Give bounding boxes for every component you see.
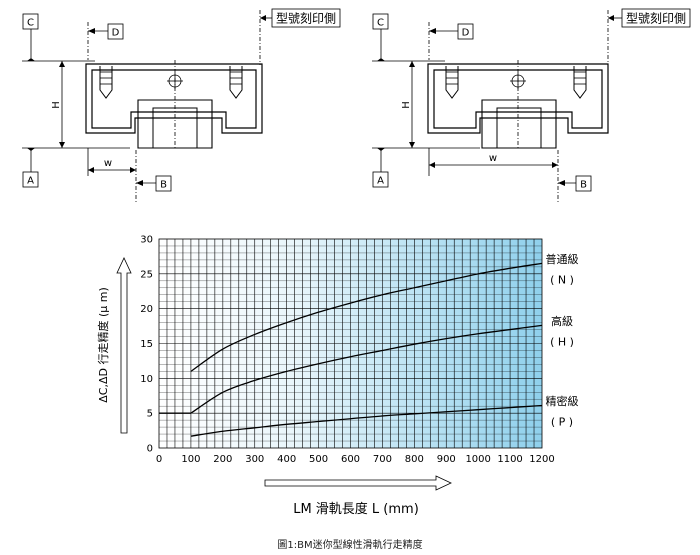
y-tick-label: 5 (147, 409, 153, 420)
datum-box-d (107, 23, 124, 40)
series-line-1 (190, 324, 543, 414)
rail-outline (137, 99, 213, 149)
datum-box-a (22, 171, 39, 188)
datum-box-c (22, 13, 39, 30)
dim-h-label: H (51, 101, 62, 109)
datum-box-b (155, 175, 172, 192)
x-tick-label: 300 (245, 454, 264, 465)
series-grade-label: ( H ) (550, 335, 574, 348)
block-outline (85, 63, 263, 134)
y-tick-label: 20 (140, 304, 153, 315)
dim-h-label: H (401, 101, 412, 109)
x-tick-label: 700 (373, 454, 392, 465)
block-outline (427, 63, 609, 134)
dim-w-label: w (104, 158, 112, 169)
x-axis-arrow (264, 475, 452, 491)
series-grade-label: ( N ) (550, 273, 574, 286)
y-tick-label: 0 (147, 444, 153, 455)
datum-label-a: A (27, 176, 34, 187)
series-name-label: 高級 (551, 314, 573, 328)
x-axis-label: LM 滑軌長度 L (mm) (293, 501, 419, 517)
note-box (271, 8, 341, 28)
series-line-0 (190, 262, 543, 372)
datum-label-b: B (580, 180, 587, 191)
datum-box-a (372, 171, 389, 188)
y-tick-label: 25 (140, 269, 153, 280)
x-tick-label: 400 (277, 454, 296, 465)
x-tick-label: 100 (181, 454, 200, 465)
x-tick-label: 0 (156, 454, 162, 465)
y-tick-label: 30 (140, 235, 153, 246)
datum-box-c (372, 13, 389, 30)
datum-label-d: D (462, 28, 470, 39)
series-labels: 普通級 ( N ) 高級 ( H ) 精密級 ( P ) (546, 252, 579, 429)
datum-label-b: B (160, 180, 167, 191)
y-axis-label: ΔC,ΔD 行走精度 (μ m) (96, 287, 110, 402)
x-tick-label: 900 (437, 454, 456, 465)
x-tick-label: 1100 (497, 454, 522, 465)
x-tick-label: 600 (341, 454, 360, 465)
y-tick-label: 10 (140, 374, 153, 385)
figure-caption: 圖1:BM迷你型線性滑軌行走精度 (277, 540, 423, 551)
x-tick-label: 1200 (529, 454, 554, 465)
x-tick-label: 200 (213, 454, 232, 465)
series-name-label: 普通級 (546, 252, 579, 266)
series-grade-label: ( P ) (551, 416, 573, 429)
x-tick-label: 500 (309, 454, 328, 465)
note-box (621, 8, 691, 28)
x-tick-label: 800 (405, 454, 424, 465)
datum-box-d (457, 23, 474, 40)
profile-drawing-right: C D A B 型號刻印側 H w (372, 8, 691, 203)
y-tick-label: 15 (140, 339, 153, 350)
y-axis-arrow (116, 257, 132, 434)
profile-drawing-left: C D A B 型號刻印側 H w (22, 8, 341, 203)
series-lines (159, 262, 543, 437)
datum-label-d: D (112, 28, 120, 39)
note-text: 型號刻印側 (626, 12, 686, 26)
rail-outline (481, 99, 557, 149)
datum-label-a: A (377, 176, 384, 187)
datum-label-c: C (377, 18, 384, 29)
note-text: 型號刻印側 (276, 12, 336, 26)
dim-w-label: w (489, 153, 497, 164)
series-name-label: 精密級 (546, 394, 579, 408)
datum-label-c: C (27, 18, 34, 29)
series-line-2 (190, 404, 543, 437)
datum-box-b (575, 175, 592, 192)
x-tick-label: 1000 (465, 454, 490, 465)
